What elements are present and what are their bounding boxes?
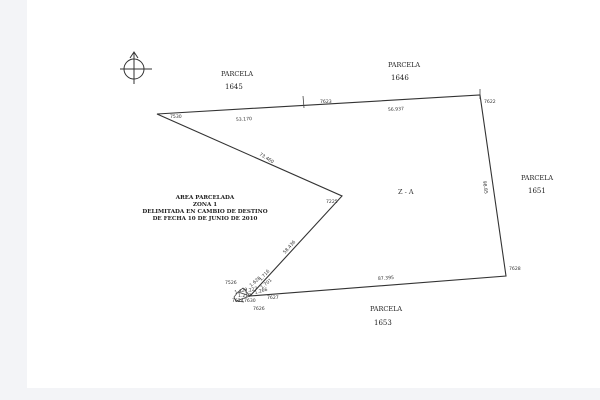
area-note-line: DE FECHA 10 DE JUNIO DE 2010 <box>153 216 258 222</box>
vertex-label: 7626 <box>253 306 265 312</box>
distance-label: 1.429 <box>234 287 248 296</box>
plan-sheet <box>27 0 600 400</box>
distance-label: 87.395 <box>378 275 395 282</box>
parcel-boundary <box>156 94 507 297</box>
distance-label: 53.170 <box>236 116 252 123</box>
parcel-label: PARCELA <box>370 305 402 313</box>
vertex-label: 7622 <box>484 99 496 105</box>
vertex-label: 7627 <box>267 295 279 301</box>
distance-label: 1.227 <box>244 286 258 295</box>
parcel-label: PARCELA <box>388 61 420 69</box>
parcel-number: 1651 <box>528 187 546 195</box>
vertex-label: 7628 <box>509 266 521 272</box>
parcel-number: 1646 <box>391 74 409 82</box>
corner-segments <box>233 287 251 303</box>
parcel-number: 1645 <box>225 83 243 91</box>
parcel-label: PARCELA <box>521 174 553 182</box>
area-note-line: AREA PARCELADA <box>175 195 235 201</box>
vertex-label: 7526 <box>225 280 237 286</box>
distance-label: 1.266 <box>254 287 268 296</box>
boundary-tick <box>302 95 305 109</box>
vertex-label: 7623 <box>320 99 332 105</box>
vertex-label: 7630 <box>244 298 256 304</box>
bottom-margin-strip <box>0 388 600 400</box>
distance-label: 98.85 <box>481 180 489 194</box>
zone-label: Z - A <box>398 188 414 196</box>
left-margin-strip <box>0 0 27 400</box>
distance-label: 1.217 <box>238 293 251 299</box>
distance-label: 56.937 <box>388 106 404 113</box>
area-note-line: DELIMITADA EN CAMBIO DE DESTINO <box>142 209 267 215</box>
north-arrow-icon <box>120 51 152 84</box>
parcel-label: PARCELA <box>221 70 253 78</box>
vertex-label: 7530 <box>170 114 182 120</box>
vertex-label: 7624 <box>232 298 244 304</box>
vertex-label: 7225 <box>326 199 338 205</box>
parcel-number: 1653 <box>374 319 392 327</box>
area-note-line: ZONA 1 <box>193 202 217 208</box>
distance-label: 73.460 <box>258 152 275 166</box>
